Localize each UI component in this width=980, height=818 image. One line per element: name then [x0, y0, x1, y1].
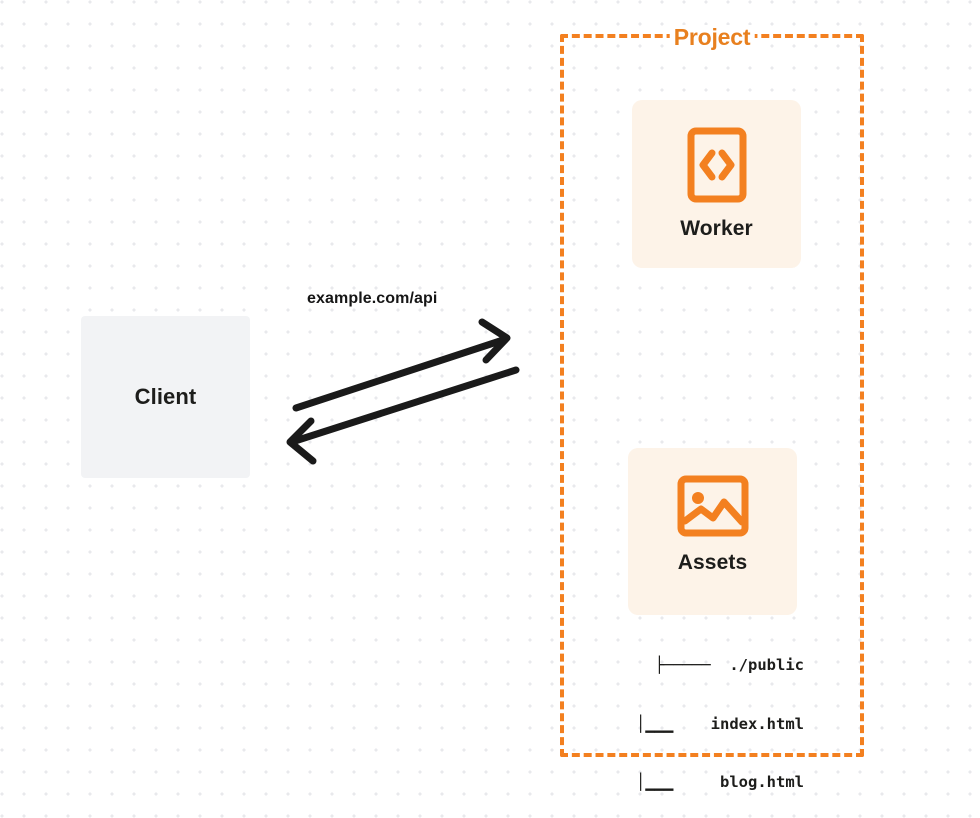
code-brackets-icon [687, 127, 746, 203]
request-arrow [292, 318, 511, 412]
worker-card[interactable]: Worker [632, 100, 801, 268]
assets-file-tree: ├───── ./public │▁▁▁ index.html │▁▁▁ blo… [604, 617, 804, 818]
project-group-boundary: Project [560, 25, 864, 757]
client-node[interactable]: Client [81, 316, 250, 478]
file-tree-row: │▁▁▁ index.html [636, 714, 804, 733]
response-arrow [286, 366, 520, 465]
file-tree-row: ├───── ./public [654, 656, 804, 674]
image-icon [677, 475, 748, 537]
assets-card-label: Assets [677, 551, 748, 574]
worker-card-label: Worker [680, 217, 753, 240]
file-tree-row: │▁▁▁ blog.html [636, 773, 804, 791]
client-node-label: Client [134, 384, 197, 409]
project-group-title: Project [669, 25, 755, 50]
connection-url-label: example.com/api [307, 290, 438, 307]
assets-card[interactable]: Assets [628, 448, 797, 615]
